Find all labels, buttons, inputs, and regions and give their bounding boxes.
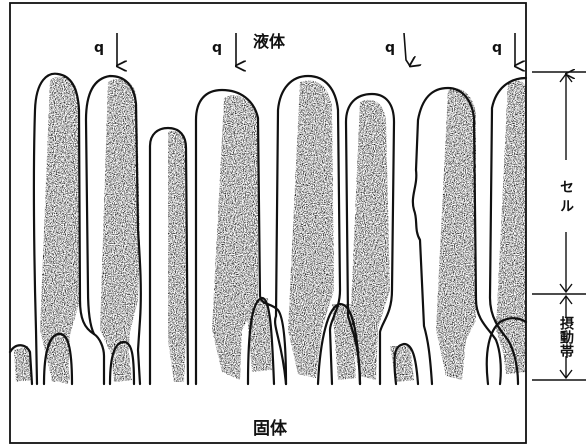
liquid-label: 液体 [253, 32, 286, 51]
solid-label: 固体 [253, 418, 288, 439]
heat-flux-label: q [492, 40, 502, 56]
heat-flux-label: q [212, 40, 222, 56]
perturbation-zone-label: 摂動帯 [558, 315, 574, 359]
cell-dimension-label: セ ル [558, 180, 574, 213]
heat-flux-label: q [94, 40, 104, 56]
heat-flux-label: q [385, 40, 395, 56]
